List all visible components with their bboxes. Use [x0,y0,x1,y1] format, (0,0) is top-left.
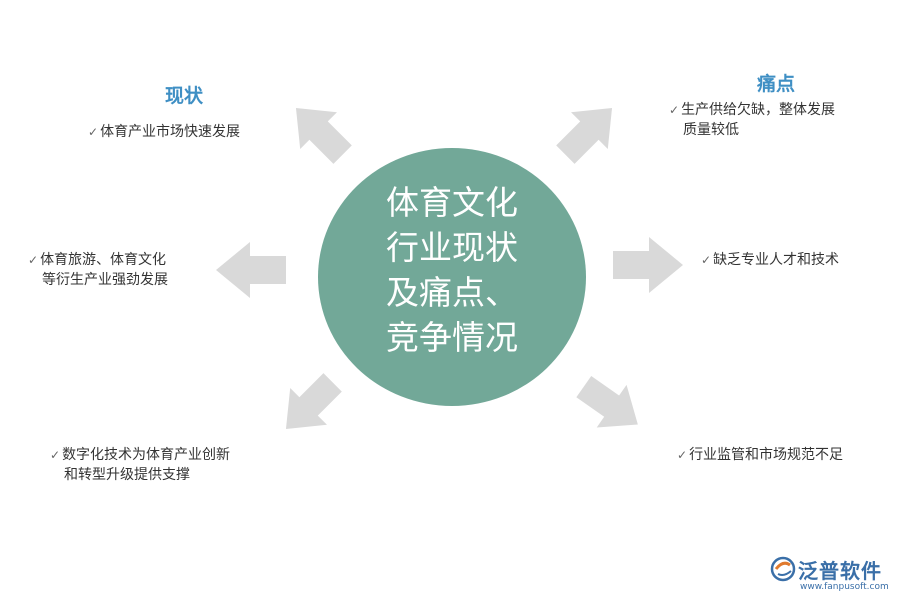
status-item-line: 体育产业市场快速发展 [100,124,241,140]
brand-logo: 泛普软件 www.fanpusoft.com [770,555,895,595]
pain-point-line: 质量较低 [683,122,739,138]
center-title-line: 及痛点、 [386,273,518,312]
status-heading: 现状 [165,85,204,107]
pain-point-item: ✓生产供给欠缺，整体发展 质量较低 [669,100,835,140]
arrow-left [216,242,286,298]
arrow-right [613,237,683,293]
status-item: ✓体育产业市场快速发展 [88,122,240,142]
check-icon: ✓ [28,253,39,267]
check-icon: ✓ [677,448,688,462]
status-item-line: 等衍生产业强劲发展 [42,272,168,288]
logo-mark-icon [770,556,796,582]
pain-point-line: 生产供给欠缺，整体发展 [681,102,836,118]
check-icon: ✓ [701,253,712,267]
status-item-line: 体育旅游、体育文化 [40,252,167,268]
pain-point-line: 缺乏专业人才和技术 [713,252,840,268]
arrow-up-left [295,107,352,164]
center-title-line: 行业现状 [386,228,518,267]
logo-name: 泛普软件 [798,559,882,583]
status-item-line: 数字化技术为体育产业创新 [62,447,231,463]
pain-points-heading: 痛点 [757,73,796,95]
check-icon: ✓ [669,103,680,117]
pain-point-item: ✓缺乏专业人才和技术 [701,250,839,270]
status-item-line: 和转型升级提供支撑 [64,467,190,483]
center-title-line: 体育文化 [386,183,518,222]
pain-point-line: 行业监管和市场规范不足 [689,447,844,463]
arrow-up-right [556,107,613,164]
check-icon: ✓ [50,448,61,462]
center-circle [318,148,586,406]
pain-point-item: ✓行业监管和市场规范不足 [677,445,843,465]
check-icon: ✓ [88,125,99,139]
arrow-down-right [576,375,638,428]
center-title: 体育文化 行业现状 及痛点、 竞争情况 [318,180,586,360]
status-item: ✓数字化技术为体育产业创新 和转型升级提供支撑 [50,445,230,485]
arrow-down-left [285,373,342,430]
center-title-line: 竞争情况 [386,318,518,357]
logo-url: www.fanpusoft.com [800,582,889,592]
status-item: ✓体育旅游、体育文化 等衍生产业强劲发展 [28,250,168,290]
